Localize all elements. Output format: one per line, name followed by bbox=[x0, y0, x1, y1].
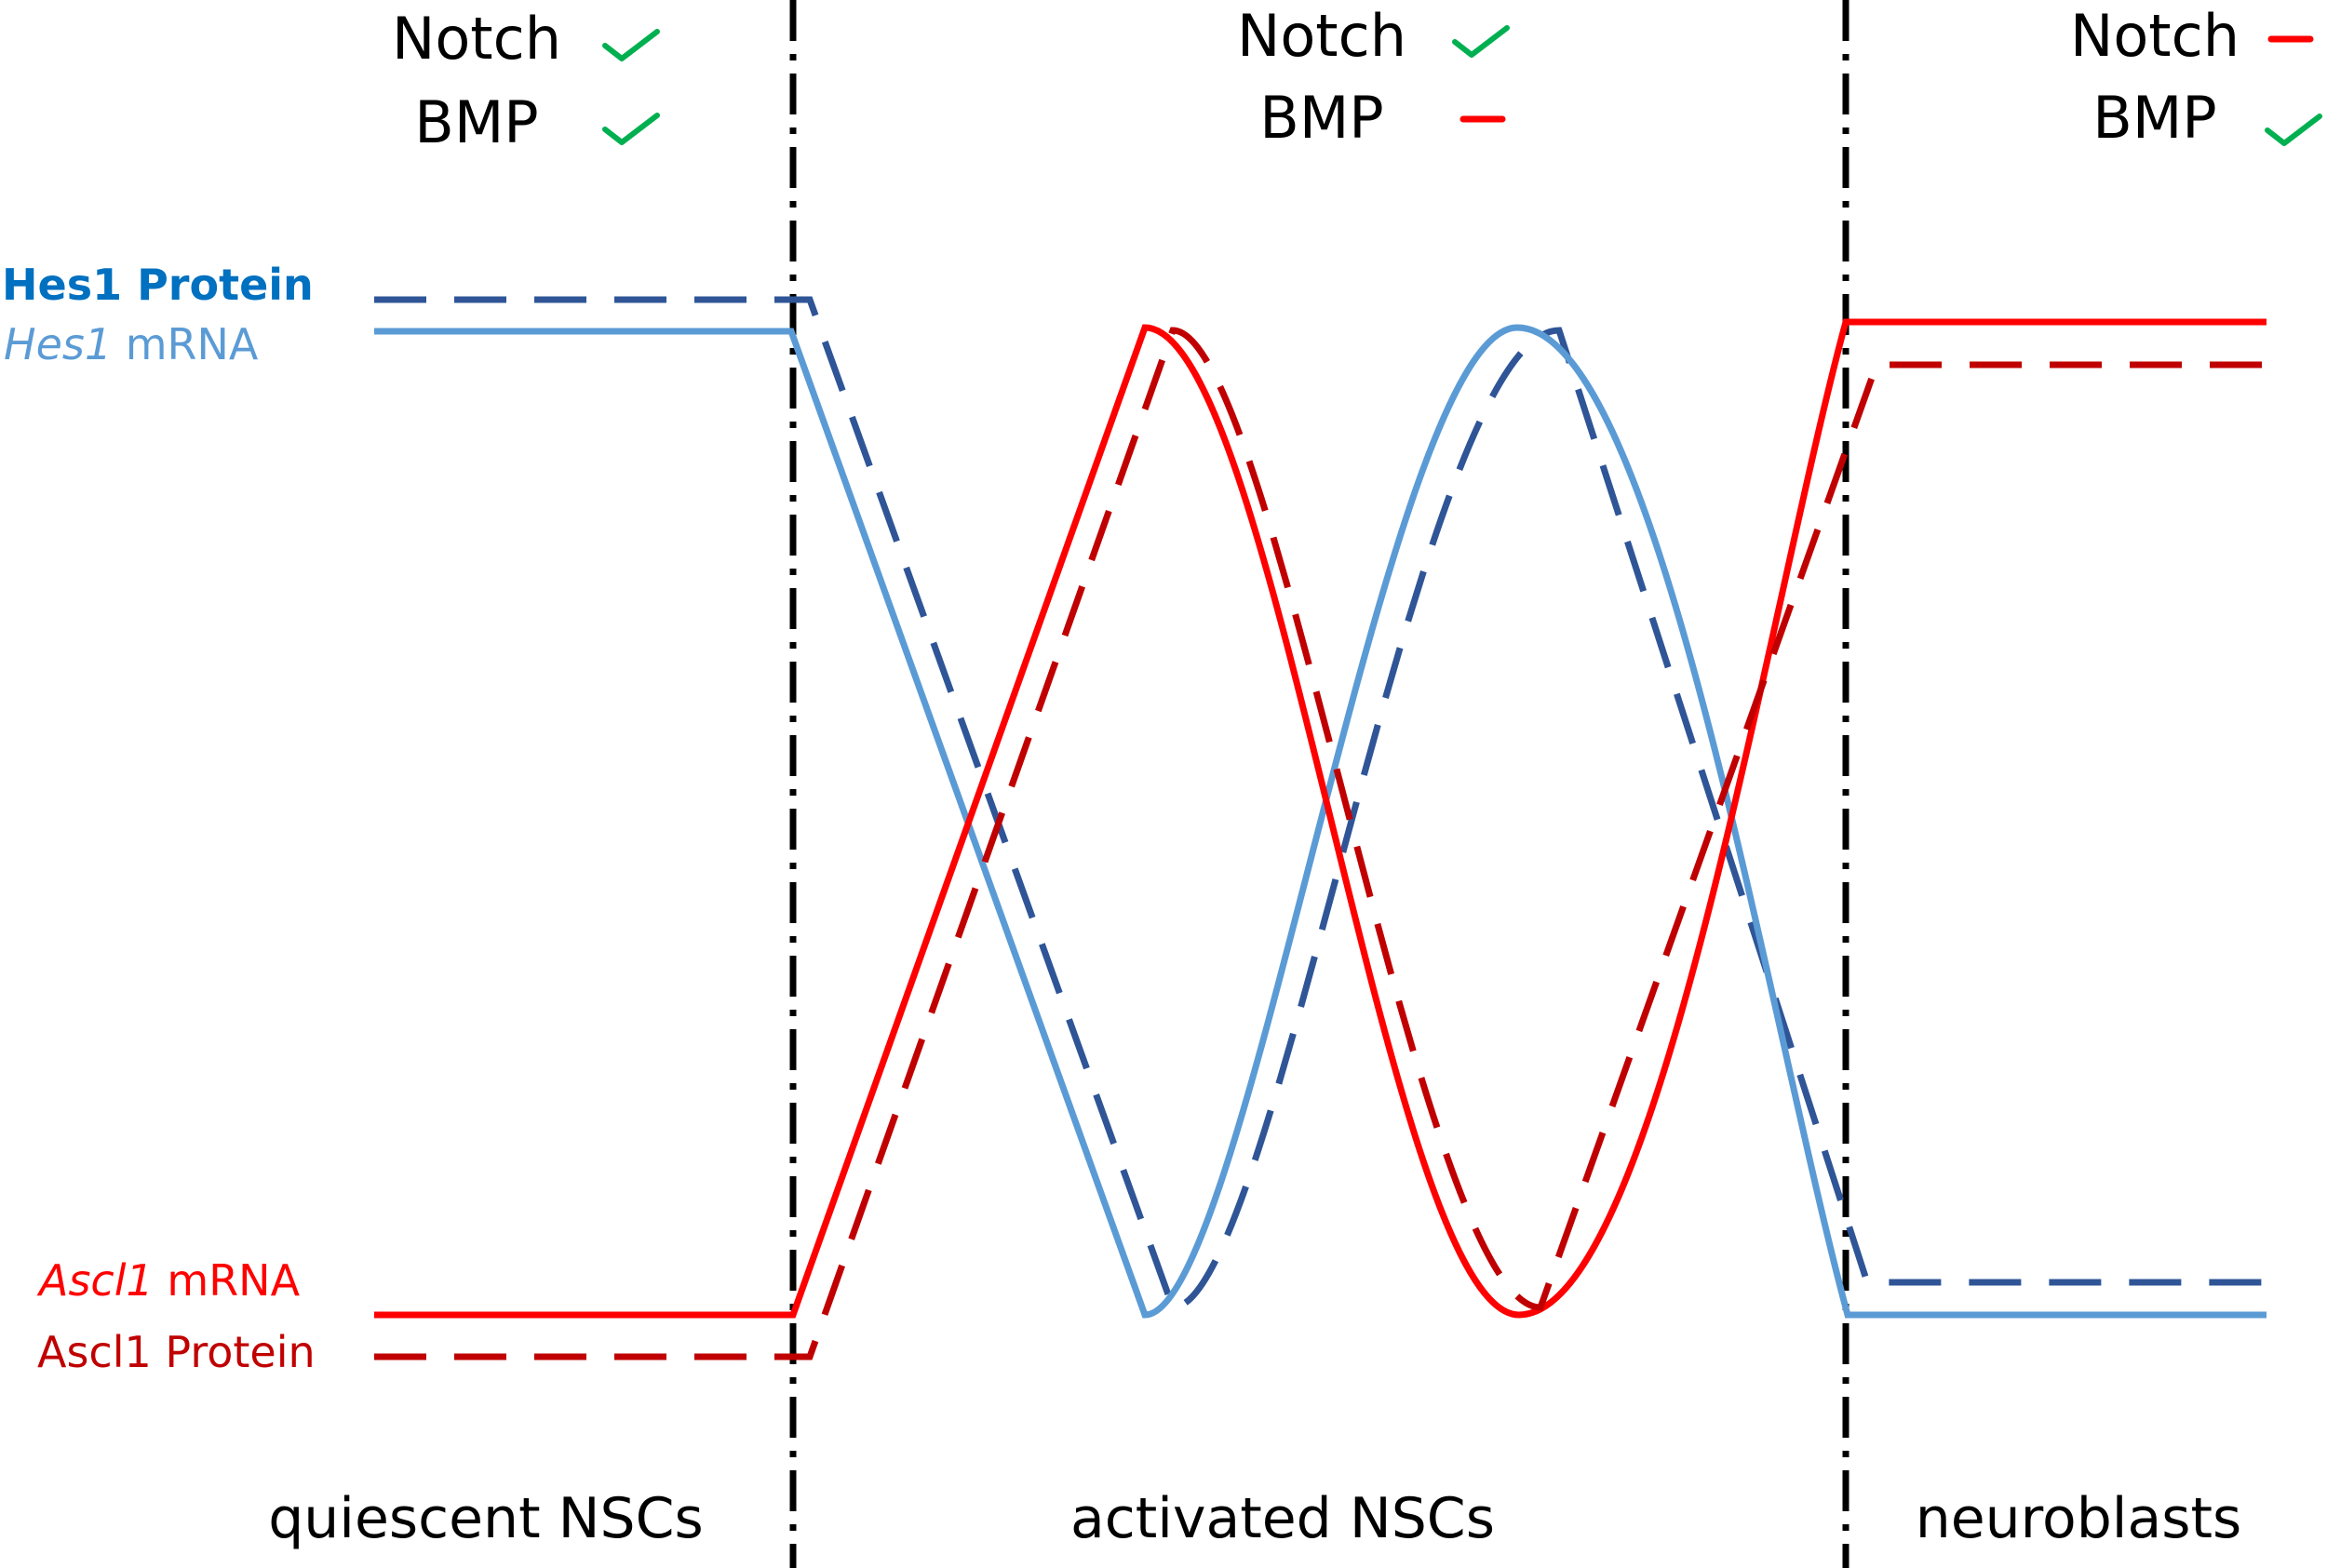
bmp-label: BMP bbox=[414, 88, 538, 156]
legend-hes1-protein: Hes1 Protein bbox=[2, 260, 314, 310]
legend-ascl1-protein: Ascl1 Protein bbox=[37, 1327, 316, 1377]
legend-ascl1-gene: Ascl1 bbox=[36, 1255, 154, 1306]
check-icon bbox=[2265, 114, 2322, 146]
ascl1-protein-curve bbox=[374, 327, 2266, 1360]
hes1-protein-curve bbox=[374, 296, 2266, 1311]
legend-ascl1-mrna-suffix: mRNA bbox=[154, 1255, 301, 1306]
legend-ascl1-mrna: Ascl1 mRNA bbox=[36, 1255, 301, 1306]
legend-hes1-mrna: Hes1 mRNA bbox=[4, 319, 259, 369]
legend-hes1-mrna-suffix: mRNA bbox=[112, 319, 259, 369]
stage-label: quiescent NSCs bbox=[268, 1486, 704, 1551]
stage-quiescent: Notch BMP quiescent NSCs bbox=[268, 5, 704, 1551]
notch-label: Notch bbox=[392, 5, 561, 73]
check-icon bbox=[602, 113, 660, 145]
stage-label: neuroblasts bbox=[1916, 1486, 2242, 1551]
legend-hes1-gene: Hes1 bbox=[4, 319, 112, 369]
stage-neuroblasts: Notch BMP neuroblasts bbox=[1916, 2, 2322, 1551]
notch-label: Notch bbox=[1237, 2, 1406, 70]
notch-label: Notch bbox=[2070, 2, 2240, 70]
bmp-label: BMP bbox=[2092, 84, 2216, 152]
bmp-label: BMP bbox=[1259, 84, 1383, 152]
stage-activated: Notch BMP activated NSCs bbox=[1070, 2, 1510, 1551]
check-icon bbox=[602, 29, 660, 61]
hes1-mrna-curve bbox=[374, 324, 2266, 1319]
stage-label: activated NSCs bbox=[1070, 1486, 1495, 1551]
check-icon bbox=[1452, 25, 1510, 58]
